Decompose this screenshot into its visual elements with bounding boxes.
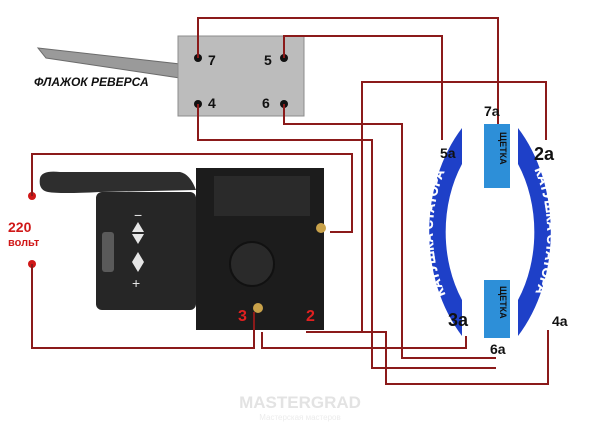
motor-label-3a: 3а [448, 310, 469, 330]
reverse-flag-lever [36, 47, 181, 79]
trigger-switch: + − [39, 168, 326, 330]
wires [31, 17, 549, 385]
brush-bottom [484, 280, 510, 338]
trigger-terminal-2: 2 [306, 308, 315, 325]
brush-top-label: ЩЕТКА [498, 132, 508, 165]
motor-label-7a: 7а [484, 103, 500, 119]
reverse-pin-6: 6 [262, 95, 270, 111]
brush-top [484, 124, 510, 188]
trigger-terminal-3: 3 [238, 308, 247, 325]
motor-label-6a: 6а [490, 341, 506, 357]
stator-right-arc [518, 128, 551, 336]
reverse-pin-5: 5 [264, 52, 272, 68]
watermark-sub: Мастерская мастеров [259, 413, 340, 422]
reverse-flag-label: ФЛАЖОК РЕВЕРСА [34, 75, 149, 89]
reverse-pin-4: 4 [208, 95, 216, 111]
supply-voltage: 220 [8, 219, 32, 235]
svg-text:−: − [134, 207, 142, 223]
supply-unit: вольт [8, 237, 40, 249]
motor-label-5a: 5а [440, 145, 456, 161]
motor-label-4a: 4а [552, 313, 568, 329]
watermark-brand: MASTERGRAD [239, 393, 361, 412]
reverse-pin-7: 7 [208, 52, 216, 68]
svg-text:+: + [132, 275, 140, 291]
brush-bottom-label: ЩЕТКА [498, 286, 508, 319]
stator-left-arc [429, 128, 462, 336]
motor-label-2a: 2а [534, 144, 555, 164]
